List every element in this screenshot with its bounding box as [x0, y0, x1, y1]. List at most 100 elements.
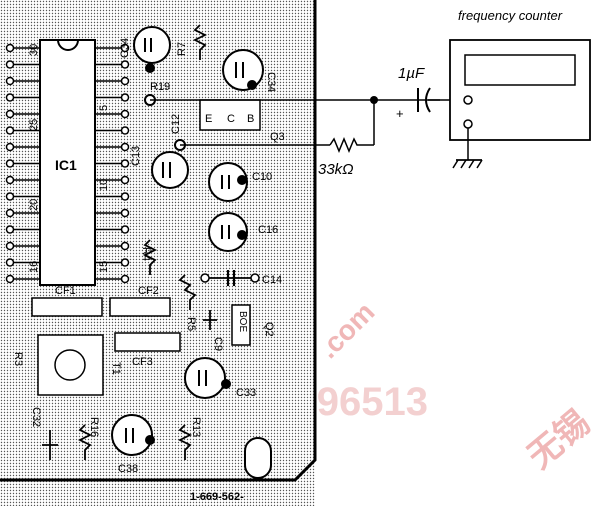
component-c38: C38	[111, 414, 155, 475]
component-c12: C12	[170, 114, 182, 134]
ic-pin-pad	[5, 241, 15, 251]
resistor-value: 33kΩ	[318, 161, 354, 178]
q2-pins: BOE	[237, 311, 248, 332]
resistor-33k	[329, 137, 374, 153]
label-c19: C34	[119, 38, 131, 58]
external-wiring: 33kΩ 1µF + frequency counter	[150, 8, 591, 178]
ic-pin-pad	[5, 109, 15, 119]
label-r4: R4	[140, 247, 152, 261]
ic-pin-pad	[5, 192, 15, 201]
component-r19: R19	[150, 81, 170, 93]
label-q3: Q3	[270, 131, 285, 143]
ic1-pin-5: 5	[98, 105, 110, 111]
label-c16: C16	[258, 224, 278, 236]
component-r5: R5	[178, 274, 197, 331]
ground-symbol	[452, 159, 483, 169]
ic1-pin-25: 25	[28, 119, 40, 131]
label-c34: C34	[265, 72, 277, 92]
ic1-pin-15: 15	[98, 261, 110, 273]
ic-pin-pad	[5, 208, 15, 218]
label-r16: R16	[88, 417, 100, 437]
input-terminal	[463, 95, 473, 105]
watermark-cjk: 无锡	[521, 403, 598, 476]
label-c38: C38	[118, 463, 138, 475]
label-c33: C33	[236, 387, 256, 399]
component-c19: C34	[119, 26, 171, 73]
label-r5: R5	[185, 317, 197, 331]
label-cf2: CF2	[138, 285, 159, 297]
component-cf3: CF3	[114, 332, 181, 368]
ic1: IC1 30 25 20 16 15 10 5	[5, 39, 130, 286]
ic-pin-pad	[120, 142, 130, 152]
ic1-body	[39, 39, 96, 286]
label-c12: C12	[170, 114, 182, 134]
component-r7: R7	[176, 24, 208, 60]
ic1-pin-30: 30	[28, 44, 40, 56]
ic-pin-pad	[5, 175, 15, 185]
ic-pin-pad	[5, 142, 15, 152]
ic1-label: IC1	[55, 157, 77, 173]
component-c16: C16	[208, 212, 278, 252]
label-c10: C10	[252, 171, 272, 183]
frequency-counter-title: frequency counter	[458, 8, 563, 23]
ic-pin-pad	[120, 109, 130, 119]
component-c34: C34	[222, 49, 277, 92]
component-cf1-cf2: CF1 CF2	[31, 285, 171, 317]
ic1-pin-16: 16	[28, 261, 40, 273]
ic1-pin-10: 10	[98, 179, 110, 191]
ic-pin-pad	[120, 175, 130, 185]
ic-pin-pad	[5, 76, 15, 86]
board-code: 1-669-562-	[190, 491, 244, 503]
label-r13: R13	[190, 417, 202, 437]
ic-pin-pad	[120, 159, 130, 168]
q3-pin-e: E	[205, 113, 212, 125]
ic-pin-pad	[5, 60, 15, 69]
ic-pin-pad	[120, 43, 130, 53]
mounting-hole	[244, 437, 272, 479]
pcb-board: IC1 30 25 20 16 15 10 5 C34 R7 C34 R19	[0, 0, 317, 506]
ic-pin-pad	[120, 274, 130, 284]
label-t1: T1	[110, 362, 122, 375]
ic-pin-pad	[5, 126, 15, 135]
component-c32: C32	[30, 407, 58, 460]
label-cf1: CF1	[55, 285, 76, 297]
component-t1: T1 R3	[12, 334, 122, 396]
component-c33: C33	[184, 357, 256, 399]
frequency-counter-display	[464, 54, 576, 86]
component-c10: C10	[208, 162, 272, 202]
pcb-edge	[0, 0, 317, 482]
ic-pin-pad	[120, 208, 130, 218]
watermark-site: .com	[312, 296, 380, 364]
label-c14: C14	[262, 274, 282, 286]
capacitor-value: 1µF	[398, 65, 425, 82]
ic-pin-pad	[120, 258, 130, 267]
component-c14: C14	[200, 270, 282, 286]
ic-pin-pad	[120, 241, 130, 251]
ic-pin-pad	[5, 225, 15, 234]
ic-pin-pad	[120, 93, 130, 102]
q3-pin-c: C	[227, 113, 235, 125]
label-r7: R7	[176, 42, 188, 56]
ground-terminal	[463, 119, 473, 129]
ic1-notch	[57, 39, 79, 51]
ic-pin-pad	[5, 43, 15, 53]
label-r3: R3	[12, 352, 24, 366]
ic-pin-pad	[5, 159, 15, 168]
component-c13: C13	[130, 146, 189, 189]
ic-pin-pad	[120, 225, 130, 234]
capacitor-plate-2	[425, 87, 431, 113]
component-c9: C9	[203, 310, 224, 351]
ic-pin-pad	[5, 274, 15, 284]
label-c9: C9	[212, 337, 224, 351]
component-q2: BOE Q2	[231, 304, 275, 346]
capacitor-polarity: +	[396, 106, 404, 121]
label-cf3: CF3	[132, 356, 153, 368]
label-c32: C32	[30, 407, 42, 427]
component-r16: R16	[77, 417, 100, 460]
ic-pin-pad	[5, 258, 15, 267]
ic-pin-pad	[120, 192, 130, 201]
ic-pin-pad	[5, 93, 15, 102]
ic1-pin-20: 20	[28, 199, 40, 211]
